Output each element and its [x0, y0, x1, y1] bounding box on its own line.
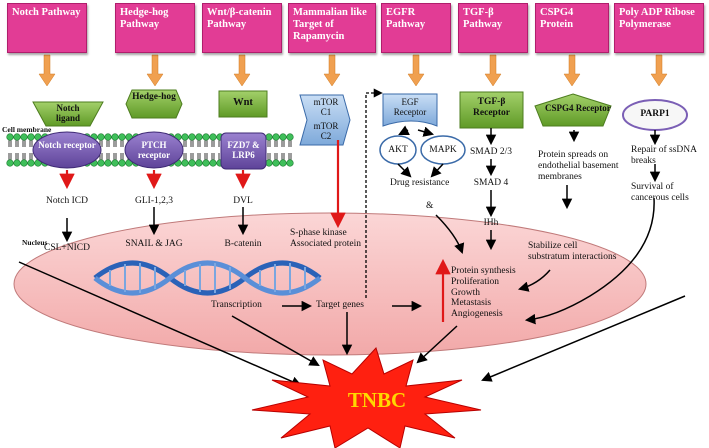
- egf-receptor-label: EGF Receptor: [393, 97, 427, 117]
- orange-arrow: [323, 54, 341, 87]
- fzd-receptor-shape: [220, 132, 267, 170]
- orange-arrow: [233, 54, 251, 87]
- pathway-box-tgf: TGF-β Pathway: [458, 3, 528, 53]
- cspg-spread-label: Protein spreads on endothelial basement …: [538, 150, 619, 182]
- outcome-item: Angiogenesis: [451, 309, 503, 320]
- orange-arrow: [563, 54, 581, 87]
- ptch-receptor-shape: [124, 131, 184, 169]
- akt-label: AKT: [388, 145, 408, 155]
- notch-receptor-label: Notch receptor: [38, 140, 96, 150]
- pathway-box-wnt: Wnt/β-catenin Pathway: [202, 3, 282, 53]
- repair-label: Repair of ssDNA breaks: [631, 145, 697, 166]
- pathway-box-parp: Poly ADP Ribose Polymerase: [614, 3, 704, 53]
- dna-helix: [93, 260, 322, 296]
- ihh-label: IHh: [483, 218, 499, 228]
- tgf-receptor-label: TGF-β Receptor: [473, 97, 510, 118]
- ptch-receptor-label: PTCH receptor: [137, 140, 171, 160]
- parp1-label: PARP1: [640, 109, 670, 119]
- nucleus-label: Nucleus: [22, 238, 48, 247]
- mapk-label: MAPK: [429, 145, 457, 155]
- wnt-label: Wnt: [233, 97, 253, 108]
- notch-ligand-label: Notch ligand: [55, 103, 80, 123]
- orange-arrow: [484, 54, 502, 87]
- smad4-label: SMAD 4: [473, 178, 509, 188]
- pathway-box-cspg4: CSPG4 Protein: [535, 3, 609, 53]
- tgf-receptor-shape: [459, 91, 524, 129]
- outcome-item: Proliferation: [451, 276, 500, 287]
- pathway-box-mtor: Mammalian like Target of Rapamycin: [288, 3, 376, 53]
- pathway-box-notch: Notch Pathway: [7, 3, 87, 53]
- notch-receptor-shape: [32, 131, 102, 169]
- orange-arrow: [650, 54, 668, 87]
- gli-label: GLI-1,2,3: [135, 196, 173, 206]
- survival-label: Survival of cancerous cells: [631, 182, 689, 203]
- cspg4-receptor-shape: [534, 93, 612, 127]
- mtor-c2-label: mTOR C2: [313, 121, 339, 141]
- notch-ligand-shape: [32, 101, 104, 127]
- outcome-item: Protein synthesis: [451, 266, 516, 276]
- b-catenin-label: B-catenin: [224, 239, 262, 249]
- orange-arrow: [38, 54, 56, 87]
- ampersand-label: &: [426, 201, 434, 211]
- snail-jag-label: SNAIL & JAG: [125, 239, 183, 249]
- wnt-ligand-shape: [218, 90, 268, 118]
- outcome-item: Metastasis: [451, 298, 492, 309]
- pathway-box-hedgehog: Hedge-hog Pathway: [115, 3, 195, 53]
- orange-arrow: [146, 54, 164, 87]
- mtor-c1-label: mTOR C1: [313, 97, 339, 117]
- cell-membrane-label: Cell membrane: [2, 125, 52, 134]
- cspg4-receptor-label: CSPG4 Receptor: [545, 103, 611, 113]
- fzd-receptor-label: FZD7 & LRP6: [227, 140, 260, 160]
- smad23-label: SMAD 2/3: [470, 147, 512, 157]
- csl-nicd-label: CSL+NICD: [43, 243, 90, 253]
- s-phase-label: S-phase kinase Associated protein: [290, 228, 361, 249]
- drug-resistance-label: Drug resistance: [390, 178, 450, 188]
- mtor-shape: [299, 94, 351, 146]
- pathway-box-egfr: EGFR Pathway: [381, 3, 451, 53]
- transcription-label: Transcription: [211, 300, 262, 310]
- notch-icd-label: Notch ICD: [46, 196, 88, 206]
- target-genes-label: Target genes: [316, 300, 364, 310]
- outcome-item: Growth: [451, 287, 481, 298]
- hedgehog-ligand-shape: [125, 89, 183, 119]
- tnbc-star: [251, 347, 482, 448]
- outcomes-list: Protein synthesis Proliferation Growth M…: [451, 266, 516, 320]
- dvl-label: DVL: [233, 196, 253, 206]
- hedgehog-label: Hedge-hog: [132, 92, 176, 102]
- orange-arrow: [407, 54, 425, 87]
- stabilize-label: Stabilize cell substratum interactions: [528, 241, 617, 262]
- egf-receptor-shape: [382, 93, 438, 127]
- tnbc-label: TNBC: [347, 388, 407, 412]
